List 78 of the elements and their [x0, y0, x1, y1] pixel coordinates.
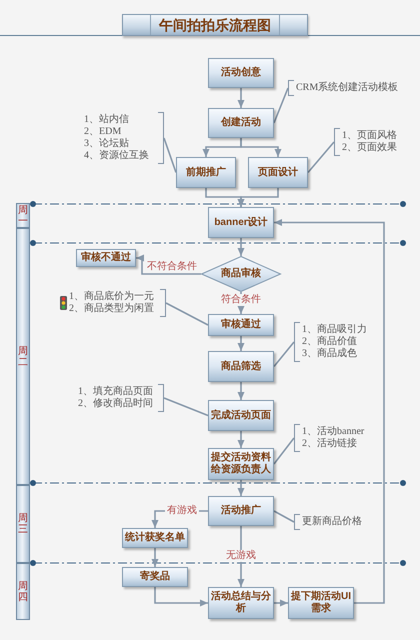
flow-arrow	[274, 600, 288, 606]
flow-arrow	[238, 382, 244, 400]
note-text: 1、商品吸引力	[302, 324, 367, 336]
leader-line	[166, 302, 208, 326]
note-text: 3、论坛贴	[84, 138, 130, 150]
process-box	[208, 108, 274, 138]
flow-arrow	[238, 431, 244, 448]
lane-label: 周四	[18, 580, 28, 602]
lane-label: 周一	[18, 204, 28, 226]
flow-arrow	[152, 548, 158, 567]
process-box	[122, 528, 188, 548]
step-text: 创建活动	[221, 117, 261, 129]
leader-line	[273, 88, 289, 124]
note-text: 1、商品底价为一元	[69, 291, 154, 302]
leader-line	[163, 138, 177, 173]
process-box	[122, 567, 188, 587]
edge-label: 无游戏	[224, 550, 258, 562]
step-text: 提交活动资料给资源负责人	[210, 452, 272, 476]
process-box	[208, 207, 274, 238]
lane-label: 周三	[18, 513, 28, 535]
step-text: 前期推广	[186, 166, 226, 178]
step-text: banner设计	[214, 216, 268, 228]
leader-line	[273, 342, 295, 367]
step-text: 活动总结与分析	[210, 591, 272, 615]
flow-arrow	[238, 336, 244, 351]
note-text: 1、填充商品页面	[78, 386, 153, 398]
flow-arrow	[240, 138, 282, 157]
edge-label: 有游戏	[165, 505, 199, 517]
note-text: 2、活动链接	[302, 438, 358, 450]
flow-arrow	[238, 238, 244, 256]
note-text: CRM系统创建活动模板	[296, 82, 398, 94]
process-box	[248, 157, 308, 188]
process-box	[76, 249, 136, 267]
step-text: 提下期活动UI需求	[290, 591, 352, 615]
lane-header	[16, 485, 30, 563]
note-text: 1、页面风格	[342, 130, 397, 142]
process-box	[208, 496, 274, 526]
note-text: 1、站内信	[84, 114, 130, 126]
step-text: 审核不通过	[81, 252, 131, 264]
process-box	[176, 157, 236, 188]
note-text: 1、活动banner	[302, 426, 364, 438]
diagram-title: 午间拍拍乐流程图	[150, 15, 280, 35]
process-box	[208, 351, 274, 382]
note-text: 2、商品价值	[302, 336, 358, 348]
lane-header	[16, 563, 30, 620]
note-text: 2、修改商品时间	[78, 398, 153, 410]
loop-arrow	[274, 219, 385, 604]
note-text: 更新商品价格	[302, 516, 362, 528]
note-text: 4、资源位互换	[84, 150, 149, 162]
step-text: 完成活动页面	[211, 410, 271, 422]
note-text: 3、商品成色	[302, 348, 358, 360]
leader-line	[273, 438, 295, 464]
step-text: 活动推广	[221, 505, 261, 517]
lane-label: 周二	[18, 346, 28, 368]
note-text: 2、商品类型为闲置	[69, 303, 154, 315]
flow-arrow	[238, 188, 279, 207]
edge-label: 不符合条件	[145, 261, 199, 273]
process-box	[208, 314, 274, 336]
step-text: 统计获奖名单	[125, 532, 185, 544]
process-box	[208, 58, 274, 88]
note-text: 2、页面效果	[342, 142, 397, 154]
step-text: 活动创意	[221, 67, 261, 79]
step-text: 寄奖品	[140, 571, 170, 583]
note-text: 2、EDM	[84, 126, 122, 138]
flow-arrow	[136, 254, 201, 275]
flow-arrow	[238, 88, 244, 108]
step-text: 页面设计	[258, 166, 298, 178]
flow-arrow	[238, 480, 244, 496]
process-box	[208, 400, 274, 431]
edge-label: 符合条件	[219, 294, 263, 306]
lane-header	[16, 228, 30, 485]
step-text: 审核通过	[221, 319, 261, 331]
leader-line	[164, 397, 208, 416]
leader-line	[274, 510, 294, 523]
leader-line	[307, 141, 335, 174]
decision-text: 商品审核	[221, 268, 261, 280]
step-text: 商品筛选	[221, 360, 261, 372]
flow-arrow	[154, 587, 208, 606]
